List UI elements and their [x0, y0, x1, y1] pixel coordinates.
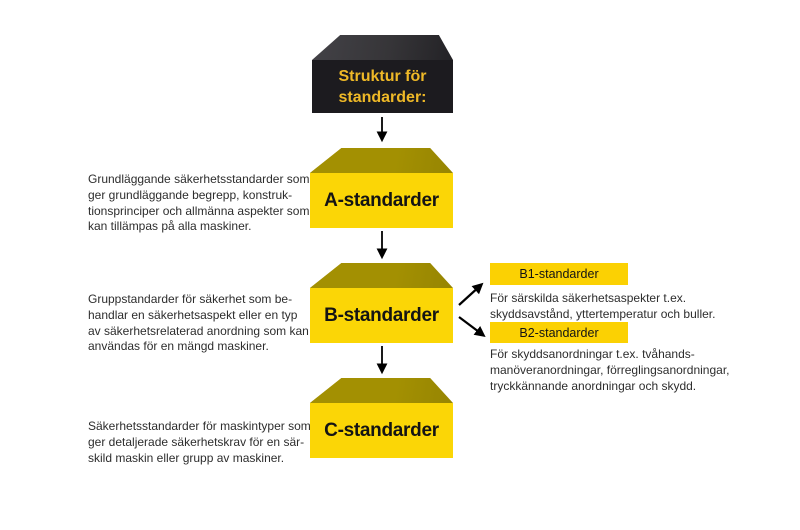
- arrow-b-to-b1: [458, 282, 484, 306]
- arrow-b-to-b2: [458, 316, 486, 337]
- title-box: Struktur för standarder:: [312, 60, 453, 113]
- sublevel-b1-label: B1-standarder: [519, 267, 599, 281]
- level-c-description: Säkerhetsstandarder för maskintyper som …: [88, 419, 311, 465]
- level-c-box: C-standarder: [310, 403, 453, 458]
- level-a-label: A-standarder: [324, 189, 439, 211]
- level-b-box: B-standarder: [310, 288, 453, 343]
- level-b-box-lid: [310, 263, 453, 288]
- level-a-box-lid: [310, 148, 453, 173]
- title-box-label: Struktur för standarder:: [338, 67, 427, 106]
- sublevel-b1-box: B1-standarder: [490, 263, 628, 285]
- level-a-description: Grundläggande säkerhetsstandarder som ge…: [88, 172, 310, 234]
- level-c-label: C-standarder: [324, 419, 439, 441]
- sublevel-b2-box: B2-standarder: [490, 322, 628, 343]
- sublevel-b2-label: B2-standarder: [519, 325, 599, 340]
- level-c-box-lid: [310, 378, 453, 403]
- sublevel-b2-description: För skyddsanordningar t.ex. tvåhands- ma…: [490, 347, 730, 393]
- level-b-description: Gruppstandarder för säkerhet som be- han…: [88, 292, 309, 354]
- sublevel-b1-description: För särskilda säkerhetsaspekter t.ex. sk…: [490, 291, 716, 321]
- level-b-label: B-standarder: [324, 304, 439, 326]
- title-box-lid: [312, 35, 453, 60]
- level-a-box: A-standarder: [310, 173, 453, 228]
